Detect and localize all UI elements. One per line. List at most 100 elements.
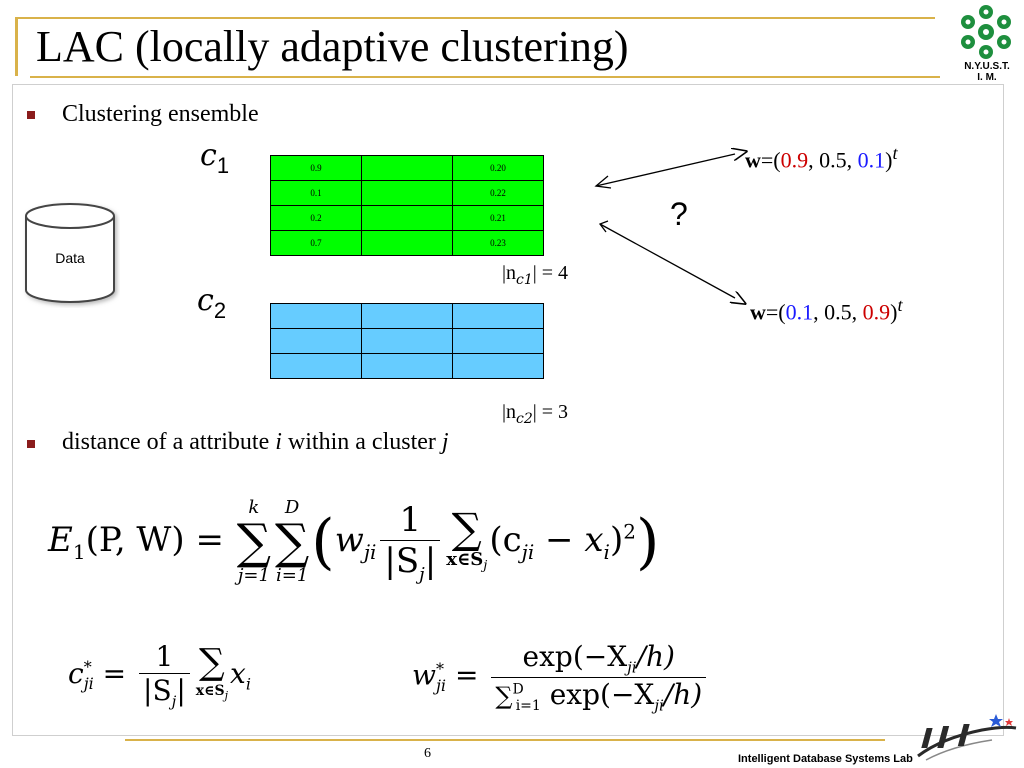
table-row xyxy=(270,303,544,329)
table-cell xyxy=(361,230,453,256)
cstar-frac-num: 1 xyxy=(155,640,174,673)
table-row: 0.1 0.22 xyxy=(270,180,544,206)
wstar-num: exp(−X xyxy=(522,640,628,673)
w2-open: =( xyxy=(765,299,786,325)
wstar-num-close: /h) xyxy=(636,640,675,673)
cstar-frac-den-sub: j xyxy=(171,692,177,711)
e1-sum-i: D∑i=1 xyxy=(275,497,310,586)
e1-term-sub1: ji xyxy=(521,539,535,564)
data-label: Data xyxy=(55,250,85,266)
wstar-lhs-sub: ji xyxy=(435,676,447,696)
e1-sum-j-bot: j=1 xyxy=(237,565,270,586)
e1-frac-den: |S xyxy=(384,540,420,581)
equation-w-star: w*ji = exp(−Xji/h) ∑Di=1 exp(−Xji/h) xyxy=(412,640,710,714)
e1-w: w xyxy=(334,520,364,560)
university-logo-icon xyxy=(961,5,1011,59)
w2-sep2: , xyxy=(851,299,863,325)
table-cell: 0.1 xyxy=(270,180,362,206)
table-cell: 0.23 xyxy=(452,230,544,256)
bullet-2-mid: within a cluster xyxy=(281,429,442,455)
cstar-frac-den: |S xyxy=(143,674,172,707)
bullet-2-var-j: j xyxy=(441,429,449,455)
table-cell xyxy=(452,353,544,379)
cluster-1-count: |nc1| = 4 xyxy=(502,262,568,288)
title-bottom-rule xyxy=(30,76,940,78)
content-frame xyxy=(12,84,1004,736)
footer-rule xyxy=(125,739,885,741)
count-1-sub: c1 xyxy=(516,272,533,288)
arrowheads-layer xyxy=(594,175,612,233)
table-cell: 0.7 xyxy=(270,230,362,256)
bullet-marker-1 xyxy=(27,111,35,119)
w1-close: ) xyxy=(885,147,893,173)
cluster-1-label: c1 xyxy=(200,140,229,182)
e1-frac-den-sub: j xyxy=(419,563,425,585)
cluster-2-table xyxy=(270,303,544,379)
cluster-2-letter: c xyxy=(197,283,214,318)
e1-frac-den-close: | xyxy=(424,540,437,581)
arrow-1 xyxy=(595,154,735,187)
question-mark: ? xyxy=(670,196,688,232)
e1-sum-x-bot: x∈S xyxy=(446,548,484,570)
w1-v3: 0.1 xyxy=(857,147,886,173)
w2-prefix: w xyxy=(750,299,766,325)
table-cell: 0.22 xyxy=(452,180,544,206)
w1-v1: 0.9 xyxy=(780,147,809,173)
cstar-lhs-sup: * xyxy=(83,657,92,677)
w2-v1: 0.1 xyxy=(785,299,814,325)
cluster-2-count: |nc2| = 3 xyxy=(502,401,568,427)
e1-w-sub: ji xyxy=(363,539,377,564)
data-cylinder-icon xyxy=(25,203,115,303)
w1-open: =( xyxy=(760,147,781,173)
e1-term-sup: 2 xyxy=(623,519,636,544)
table-cell: 0.2 xyxy=(270,205,362,231)
table-row: 0.7 0.23 xyxy=(270,230,544,256)
e1-frac-num: 1 xyxy=(399,499,422,540)
bullet-2-pre: distance of a attribute xyxy=(62,429,276,455)
wstar-num-sub: ji xyxy=(627,658,637,677)
count-1-prefix: |n xyxy=(502,262,517,284)
e1-sum-j-top: k xyxy=(248,497,260,518)
arrowhead-1-icon xyxy=(594,175,612,189)
cstar-sum-bot-sub: j xyxy=(224,688,229,702)
e1-sum-i-top: D xyxy=(284,497,300,518)
w1-sep2: , xyxy=(846,147,858,173)
cluster-1-letter: c xyxy=(200,138,217,173)
weights-cluster-1: w=(0.9, 0.5, 0.1)t xyxy=(745,143,898,173)
wstar-den-sum-sup: D xyxy=(512,681,524,698)
wstar-frac: exp(−Xji/h) ∑Di=1 exp(−Xji/h) xyxy=(491,640,707,715)
table-cell xyxy=(361,303,453,329)
cluster-1-sub: 1 xyxy=(216,153,230,178)
table-cell xyxy=(270,353,362,379)
table-cell: 0.20 xyxy=(452,155,544,181)
cluster-2-label: c2 xyxy=(197,285,226,327)
w2-sep1: , xyxy=(813,299,825,325)
w1-prefix: w xyxy=(745,147,761,173)
e1-term-mid: − x xyxy=(534,520,604,560)
e1-sum-j: k∑j=1 xyxy=(236,497,272,586)
count-1-value: | = 4 xyxy=(532,262,569,284)
wstar-den-sum-sub: i=1 xyxy=(515,698,541,715)
e1-lhs-sub: 1 xyxy=(72,539,86,564)
e1-term-close: ) xyxy=(609,520,624,560)
wstar-eq: = xyxy=(454,658,479,692)
table-cell xyxy=(361,155,453,181)
e1-sum-i-bot: i=1 xyxy=(276,565,309,586)
w2-v2: 0.5 xyxy=(824,299,852,325)
w2-v3: 0.9 xyxy=(862,299,891,325)
table-cell xyxy=(361,328,453,354)
cstar-lhs-sub: ji xyxy=(83,674,94,694)
bullet-1-text: Clustering ensemble xyxy=(62,101,259,127)
e1-lhs: E xyxy=(48,520,73,560)
cstar-frac-den-close: | xyxy=(176,674,186,707)
arrowhead-2-icon xyxy=(598,220,609,233)
table-cell xyxy=(361,205,453,231)
w2-sup: t xyxy=(897,295,903,315)
e1-frac: 1|Sj| xyxy=(380,499,441,585)
cstar-frac: 1|Sj| xyxy=(139,640,190,711)
wstar-den-close: /h) xyxy=(663,677,703,711)
table-cell xyxy=(452,303,544,329)
table-row xyxy=(270,328,544,354)
cstar-eq: = xyxy=(102,656,127,690)
